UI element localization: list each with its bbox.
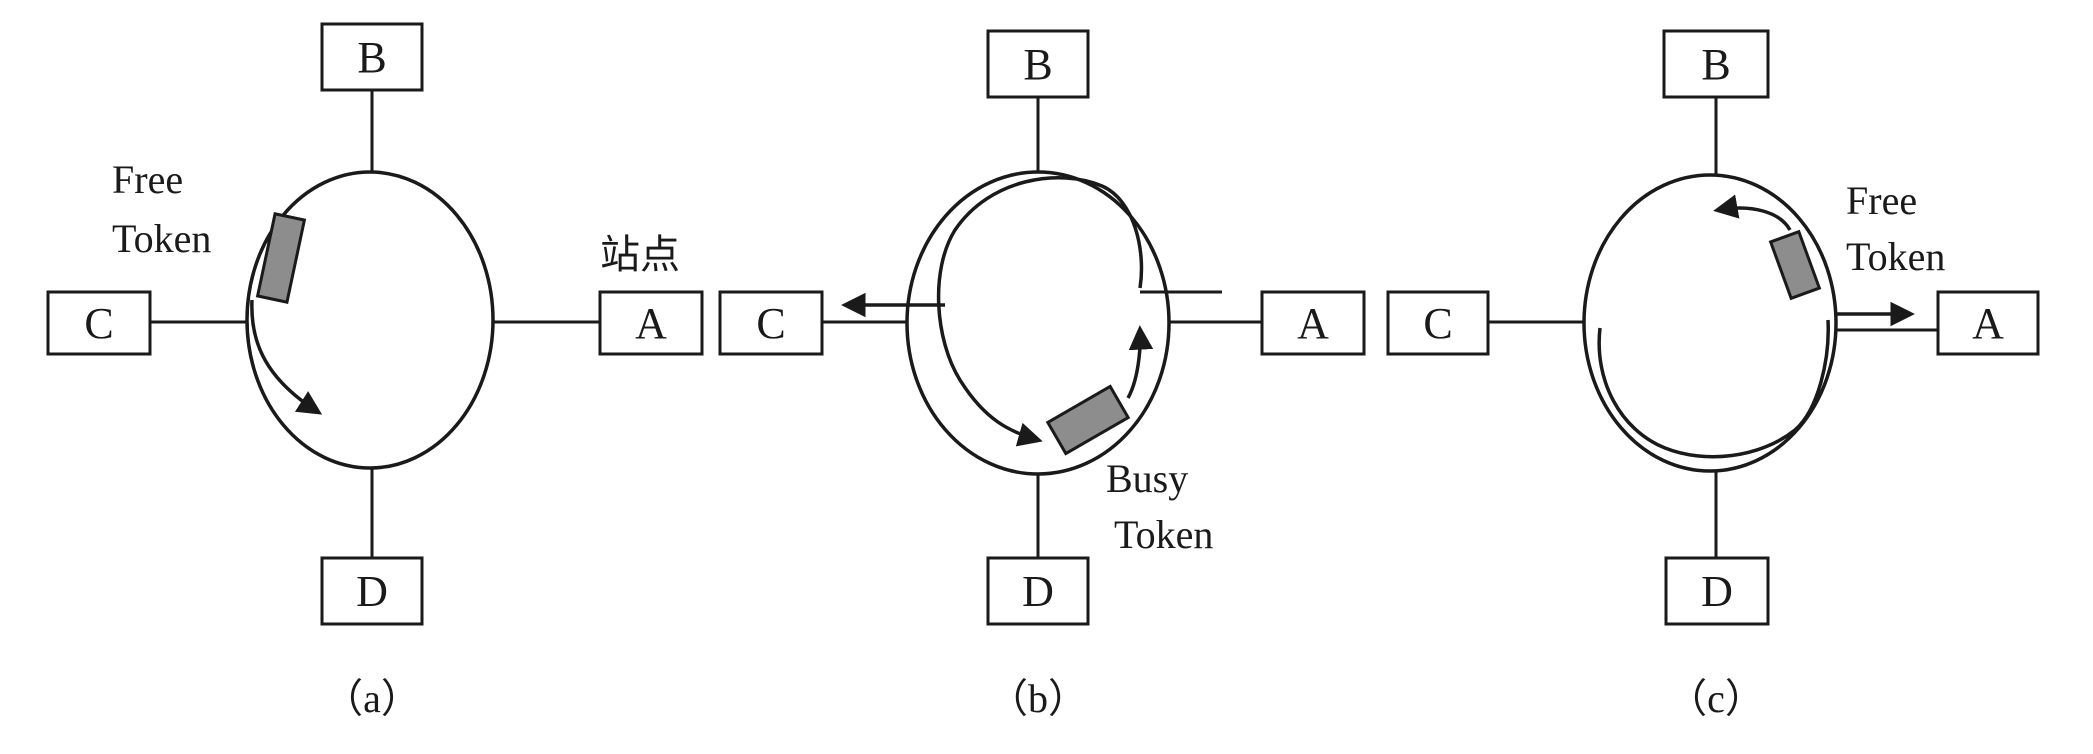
panel-caption: （b） — [988, 676, 1088, 721]
station-d-a: D — [320, 556, 424, 626]
return-path — [1597, 319, 1830, 459]
station-label: D — [356, 567, 388, 616]
token-label-line1: Free — [112, 157, 183, 202]
token-label-line2: Token — [112, 216, 211, 261]
station-label: A — [1297, 299, 1329, 348]
panel-a: B D C A Free Token 站点 （a） — [46, 22, 704, 721]
free-token-block — [255, 212, 307, 304]
station-label: B — [1701, 40, 1730, 89]
station-b-a: B — [320, 22, 424, 92]
station-label: C — [84, 299, 113, 348]
token-direction-arrow — [250, 299, 323, 415]
station-label: B — [1023, 40, 1052, 89]
panel-caption: （a） — [323, 676, 421, 721]
panel-caption: （c） — [1667, 676, 1765, 721]
station-d-c: D — [1664, 556, 1770, 626]
data-path-arrow — [936, 176, 1144, 447]
station-c-c: C — [1386, 290, 1490, 356]
station-c-a: C — [46, 290, 152, 356]
station-label: D — [1701, 567, 1733, 616]
station-label: C — [1423, 299, 1452, 348]
busy-token-block — [1045, 384, 1131, 456]
token-label-line2: Token — [1114, 512, 1213, 557]
station-label: B — [357, 33, 386, 82]
token-label-line2: Token — [1846, 234, 1945, 279]
station-c-b: C — [718, 290, 824, 356]
station-a-c: A — [1936, 290, 2040, 356]
station-d-b: D — [986, 556, 1090, 626]
token-label-line1: Busy — [1106, 456, 1188, 501]
station-label: A — [1972, 299, 2004, 348]
station-note: 站点 — [600, 232, 680, 278]
station-a-b: A — [1260, 290, 1366, 356]
busy-token-direction-arrow — [1126, 325, 1154, 399]
station-label: C — [756, 299, 785, 348]
ring-a — [245, 170, 495, 470]
panel-b: B D C A Busy Token （b） — [718, 29, 1366, 721]
free-token-block — [1768, 229, 1822, 301]
free-token-direction-arrow — [1713, 194, 1792, 231]
station-label: D — [1022, 567, 1054, 616]
station-label: A — [635, 299, 667, 348]
station-b-c: B — [1662, 29, 1770, 99]
panel-c: B D C A Free Token （c） — [1386, 29, 2040, 721]
station-a-a: A — [598, 290, 704, 356]
token-label-line1: Free — [1846, 178, 1917, 223]
station-b-b: B — [986, 29, 1090, 99]
